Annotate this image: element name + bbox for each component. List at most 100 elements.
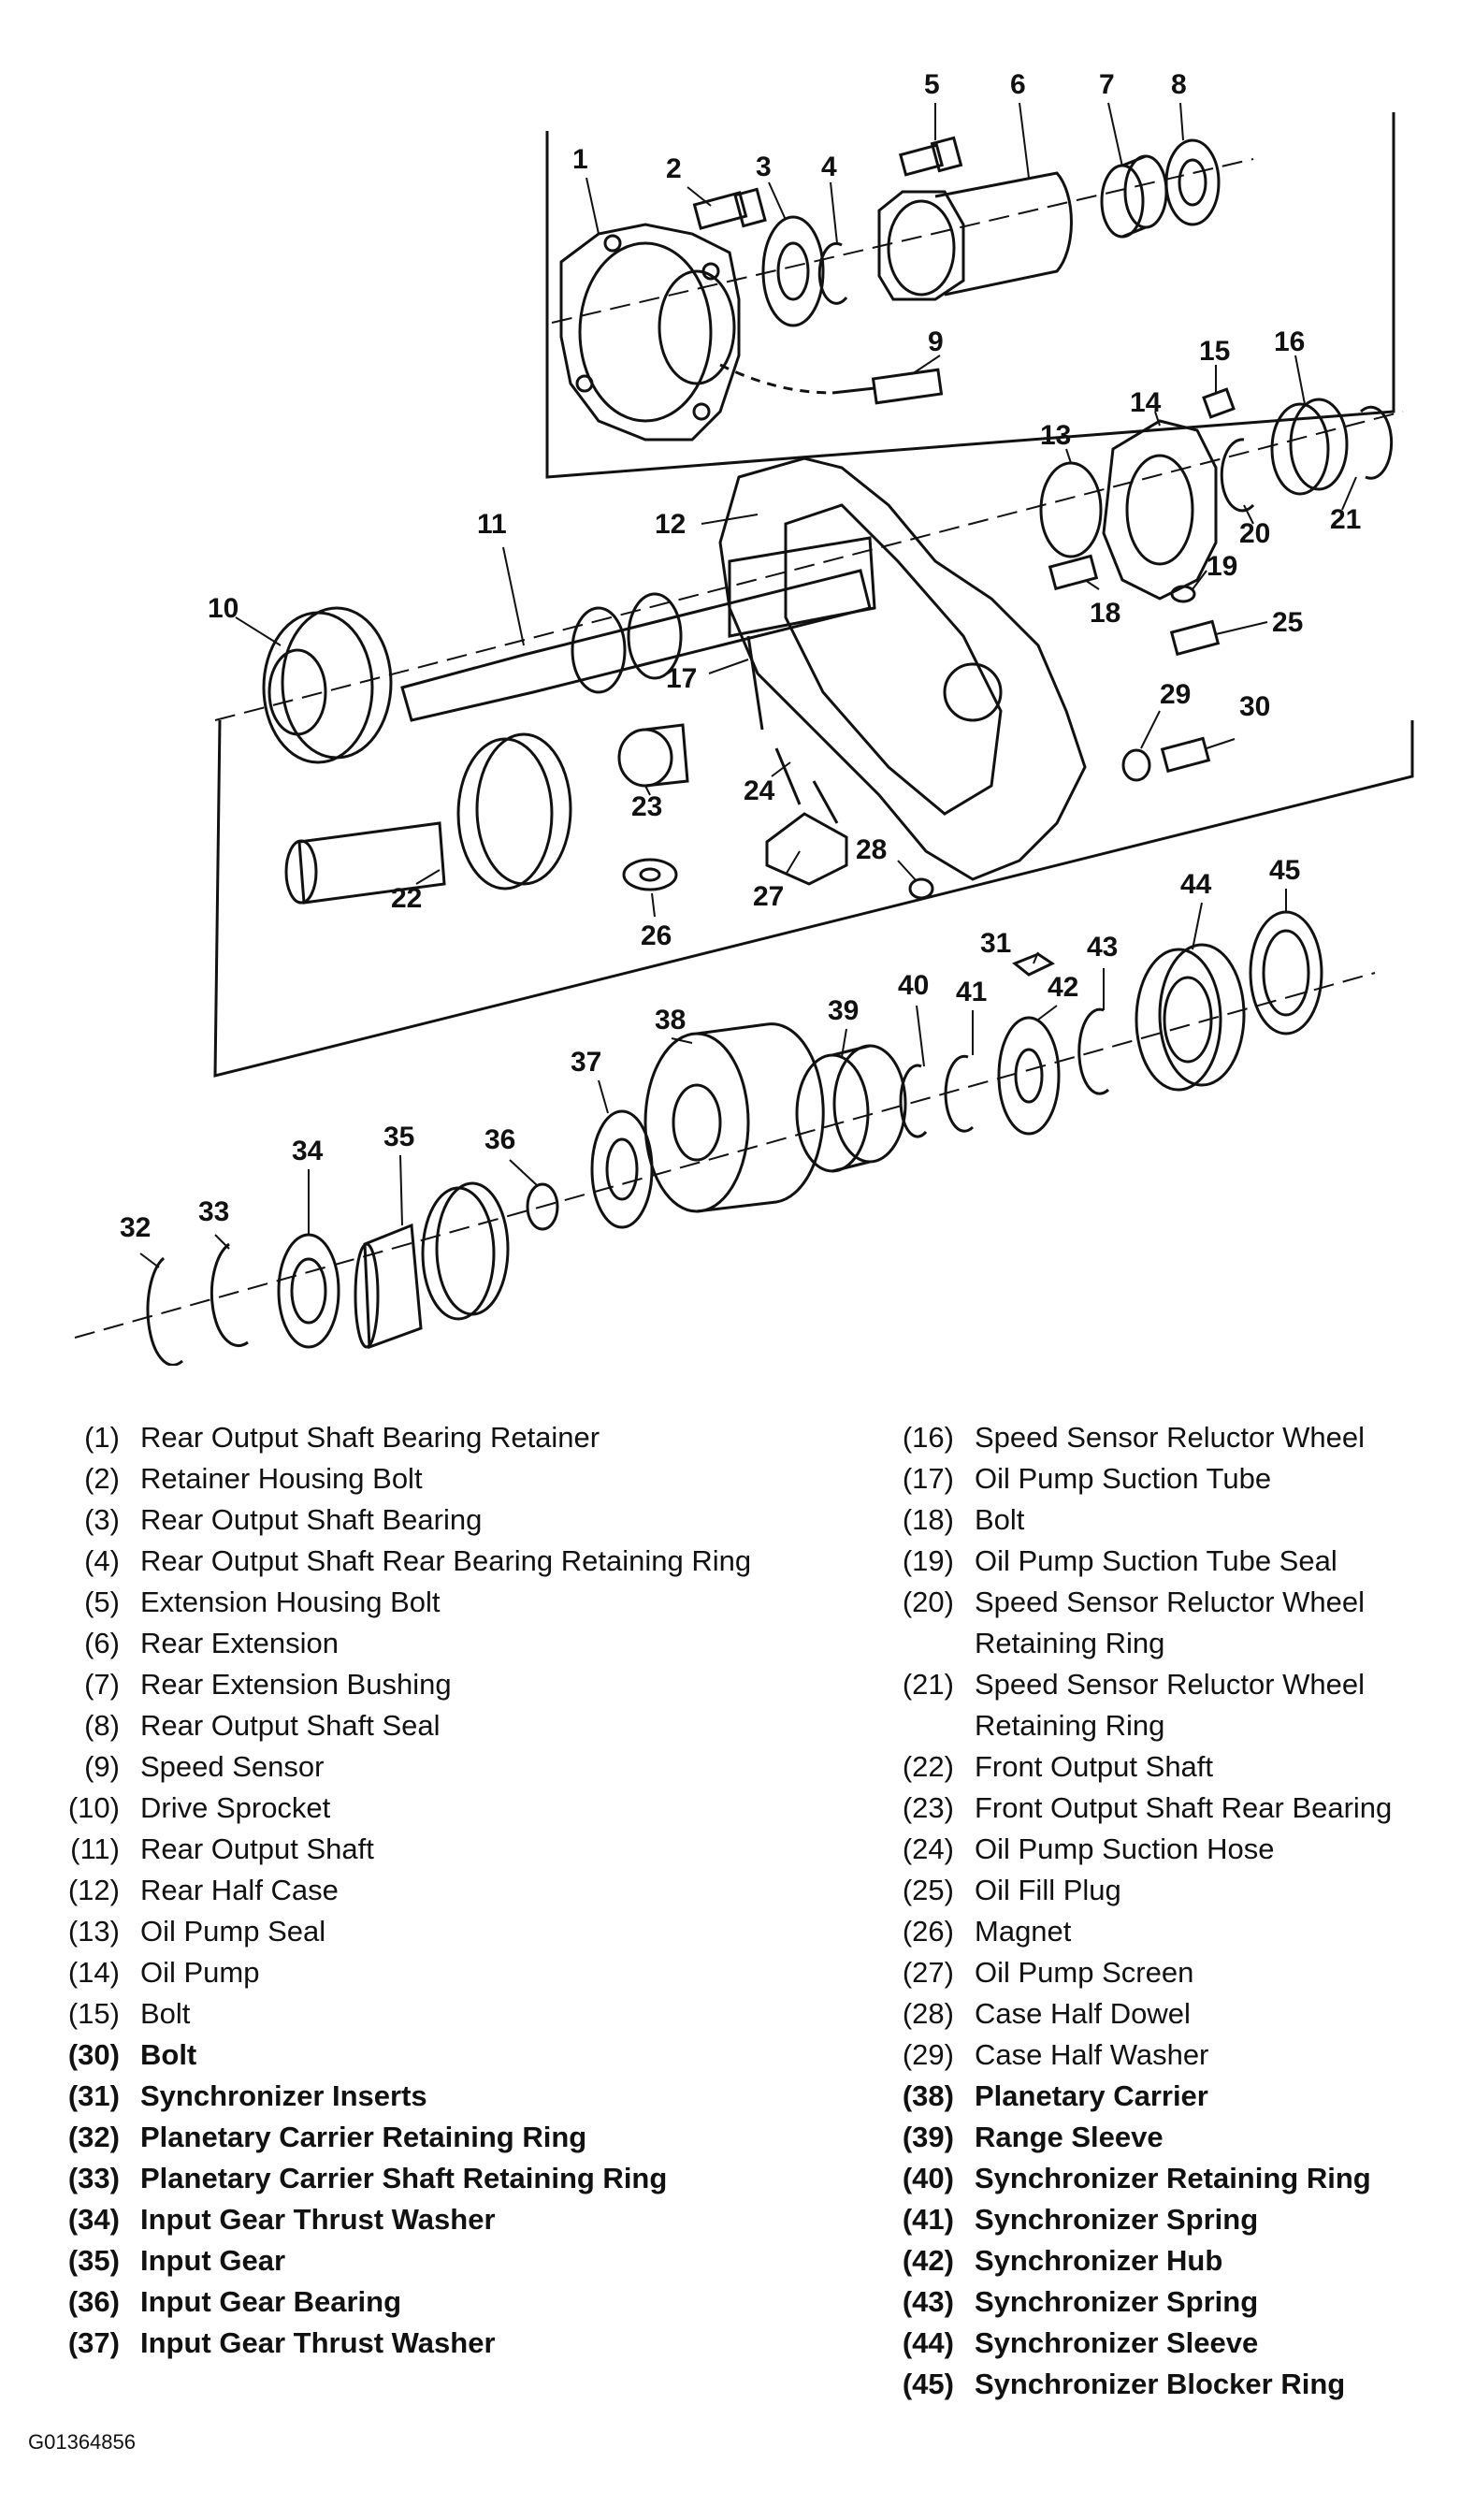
rear-bearing-part [761, 215, 825, 327]
callout-20: 20 [1239, 518, 1270, 549]
callout-21: 21 [1330, 504, 1361, 535]
legend-item-19: (19)Oil Pump Suction Tube Seal [902, 1544, 1337, 1577]
drive-sprocket-part [262, 606, 393, 764]
callout-37: 37 [571, 1047, 601, 1078]
legend-item-45: (45)Synchronizer Blocker Ring [902, 2368, 1346, 2400]
callout-27: 27 [753, 881, 784, 912]
case-washer-part [1121, 748, 1151, 782]
legend-item-31: (31)Synchronizer Inserts [67, 2079, 427, 2112]
callout-2: 2 [666, 153, 682, 184]
middle-axis-line [214, 411, 1404, 721]
bolt-18-part [1048, 554, 1099, 591]
callout-16: 16 [1274, 326, 1305, 357]
legend-item-22: (22)Front Output Shaft [902, 1750, 1214, 1783]
legend-item-38: (38)Planetary Carrier [902, 2079, 1208, 2112]
callout-33: 33 [198, 1196, 229, 1227]
callout-30: 30 [1239, 691, 1270, 722]
callout-4: 4 [821, 152, 837, 182]
legend-item-18: (18)Bolt [902, 1503, 1025, 1536]
callout-12: 12 [655, 509, 686, 540]
suction-tube-seal-part [1170, 585, 1196, 603]
thrust-washer-37-part [590, 1109, 654, 1229]
middle-section-frame [213, 719, 1414, 1078]
legend-item-21: (21)Speed Sensor Reluctor Wheel Retainin… [902, 1668, 1366, 1742]
dowel-part [908, 877, 934, 900]
callout-10: 10 [208, 593, 239, 624]
legend-item-16: (16)Speed Sensor Reluctor Wheel [902, 1421, 1366, 1454]
callout-3: 3 [756, 152, 772, 182]
sync-insert-part [1012, 952, 1056, 977]
sync-hub-part [997, 1016, 1061, 1136]
sync-sleeve-part [1135, 943, 1246, 1092]
retaining-ring-4-part [817, 241, 848, 305]
callout-45: 45 [1269, 855, 1300, 886]
front-rear-bearing-part [617, 723, 689, 788]
legend-item-23: (23)Front Output Shaft Rear Bearing [902, 1791, 1393, 1824]
oil-fill-plug-part [1169, 619, 1221, 657]
rear-output-shaft-part [400, 536, 876, 722]
legend-item-3: (3)Rear Output Shaft Bearing [84, 1503, 483, 1536]
callout-38: 38 [655, 1005, 686, 1036]
legend-item-33: (33)Planetary Carrier Shaft Retaining Ri… [67, 2162, 668, 2194]
callout-24: 24 [744, 775, 775, 806]
callout-7: 7 [1099, 69, 1115, 100]
callout-32: 32 [120, 1212, 151, 1243]
magnet-part [622, 858, 678, 891]
callout-17: 17 [666, 663, 697, 694]
extension-bolt-part [898, 136, 963, 177]
legend-item-30: (30)Bolt [67, 2038, 197, 2071]
legend-right-column: (16)Speed Sensor Reluctor Wheel (17)Oil … [860, 1417, 1450, 2405]
legend-item-39: (39)Range Sleeve [902, 2121, 1164, 2153]
oil-pump-screen-part [765, 812, 848, 886]
callout-36: 36 [484, 1124, 515, 1155]
legend-item-42: (42)Synchronizer Hub [902, 2244, 1223, 2277]
input-gear-part [354, 1181, 510, 1350]
legend-item-25: (25)Oil Fill Plug [902, 1874, 1121, 1906]
legend-item-12: (12)Rear Half Case [67, 1874, 339, 1906]
callout-19: 19 [1207, 551, 1237, 582]
sync-spring-41-part [944, 1054, 975, 1133]
legend-item-27: (27)Oil Pump Screen [902, 1956, 1194, 1989]
planetary-carrier-part [643, 1022, 825, 1213]
callout-9: 9 [928, 326, 944, 357]
legend-item-26: (26)Magnet [902, 1915, 1072, 1948]
callout-44: 44 [1180, 869, 1212, 900]
range-sleeve-part [795, 1044, 907, 1173]
callout-29: 29 [1160, 679, 1191, 710]
figure-id: G01364856 [28, 2430, 136, 2454]
blocker-ring-part [1249, 910, 1323, 1036]
callout-8: 8 [1171, 69, 1187, 100]
legend-item-28: (28)Case Half Dowel [902, 1997, 1191, 2030]
legend-item-40: (40)Synchronizer Retaining Ring [902, 2162, 1371, 2194]
retainer-bolt-part [692, 187, 767, 230]
legend-item-29: (29)Case Half Washer [902, 2038, 1209, 2071]
callout-40: 40 [898, 970, 929, 1001]
sync-spring-43-part [1077, 1007, 1110, 1095]
callout-6: 6 [1010, 69, 1026, 100]
callout-23: 23 [631, 791, 662, 822]
bolt-30-part [1160, 736, 1211, 774]
legend-item-4: (4)Rear Output Shaft Rear Bearing Retain… [84, 1544, 752, 1577]
reluctor-wheel-part [1270, 398, 1349, 496]
legend-item-13: (13)Oil Pump Seal [67, 1915, 326, 1948]
suction-tube-part [746, 635, 764, 731]
legend-item-17: (17)Oil Pump Suction Tube [902, 1462, 1272, 1495]
sync-ring-40-part [899, 1064, 928, 1138]
leader-lines [139, 102, 1357, 1268]
legend-item-37: (37)Input Gear Thrust Washer [67, 2326, 496, 2359]
speed-sensor-part [719, 363, 944, 405]
callout-18: 18 [1090, 598, 1120, 629]
ring-33-part [210, 1242, 249, 1348]
upper-axis-line [551, 158, 1254, 324]
bearing-retainer-part [559, 223, 741, 442]
callout-13: 13 [1040, 420, 1071, 451]
front-output-shaft-part [284, 732, 572, 905]
callout-34: 34 [292, 1136, 324, 1166]
oil-pump-part [1102, 419, 1218, 601]
exploded-view-diagram: 1 2 3 4 5 6 7 8 9 10 11 12 13 14 15 16 1… [74, 69, 1414, 1366]
callout-39: 39 [828, 995, 859, 1026]
thrust-washer-34-part [277, 1233, 340, 1349]
legend-item-32: (32)Planetary Carrier Retaining Ring [67, 2121, 587, 2153]
callout-31: 31 [980, 928, 1011, 959]
input-bearing-part [526, 1182, 559, 1231]
